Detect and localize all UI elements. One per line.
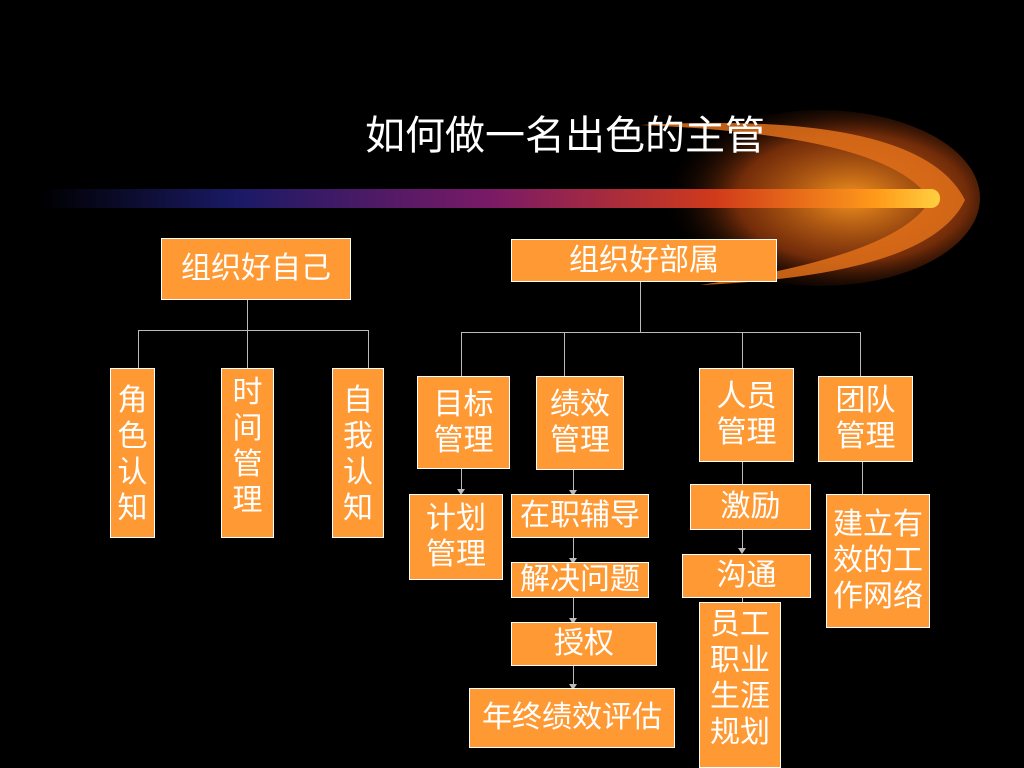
connector (368, 330, 369, 368)
connector (564, 332, 565, 376)
connector (138, 330, 369, 331)
node-organize-self: 组织好自己 (161, 238, 351, 300)
node-team-management: 团队 管理 (818, 376, 913, 462)
arrow-head (738, 548, 746, 554)
node-self-awareness: 自我认知 (332, 368, 384, 538)
node-career-planning: 员工 职业 生涯 规划 (699, 602, 781, 768)
arrow-head (569, 490, 577, 496)
node-on-job-coaching: 在职辅导 (511, 494, 649, 538)
node-problem-solving: 解决问题 (511, 562, 649, 598)
connector (138, 330, 139, 368)
connector (742, 530, 743, 548)
connector (461, 332, 462, 376)
node-organize-subordinates: 组织好部属 (511, 239, 777, 282)
node-plan-management: 计划 管理 (409, 494, 503, 580)
connector (247, 330, 248, 368)
connector (247, 300, 248, 330)
connector (573, 470, 574, 490)
node-goal-management: 目标 管理 (417, 376, 510, 469)
connector (573, 538, 574, 558)
connector (742, 598, 743, 602)
node-role-awareness: 角色认知 (110, 368, 155, 538)
node-motivation: 激励 (690, 484, 811, 530)
connector (742, 332, 743, 368)
node-communication: 沟通 (682, 554, 811, 598)
connector (640, 282, 641, 332)
arrow-head (457, 489, 465, 495)
arrow-head (569, 558, 577, 564)
node-build-network: 建立有 效的工 作网络 (826, 494, 930, 628)
node-performance-management: 绩效 管理 (536, 376, 624, 470)
node-personnel-management: 人员 管理 (699, 368, 794, 462)
arrow-head (569, 618, 577, 624)
connector (573, 598, 574, 618)
connector (742, 462, 743, 484)
node-delegation: 授权 (511, 622, 657, 666)
node-time-management: 时间管理 (221, 368, 274, 538)
connector (461, 469, 462, 489)
connector (860, 332, 861, 376)
connector (862, 462, 863, 494)
arrow-head (569, 684, 577, 690)
diagram-title: 如何做一名出色的主管 (365, 113, 765, 159)
connector (573, 666, 574, 684)
connector (461, 332, 861, 333)
node-annual-evaluation: 年终绩效评估 (469, 688, 675, 748)
